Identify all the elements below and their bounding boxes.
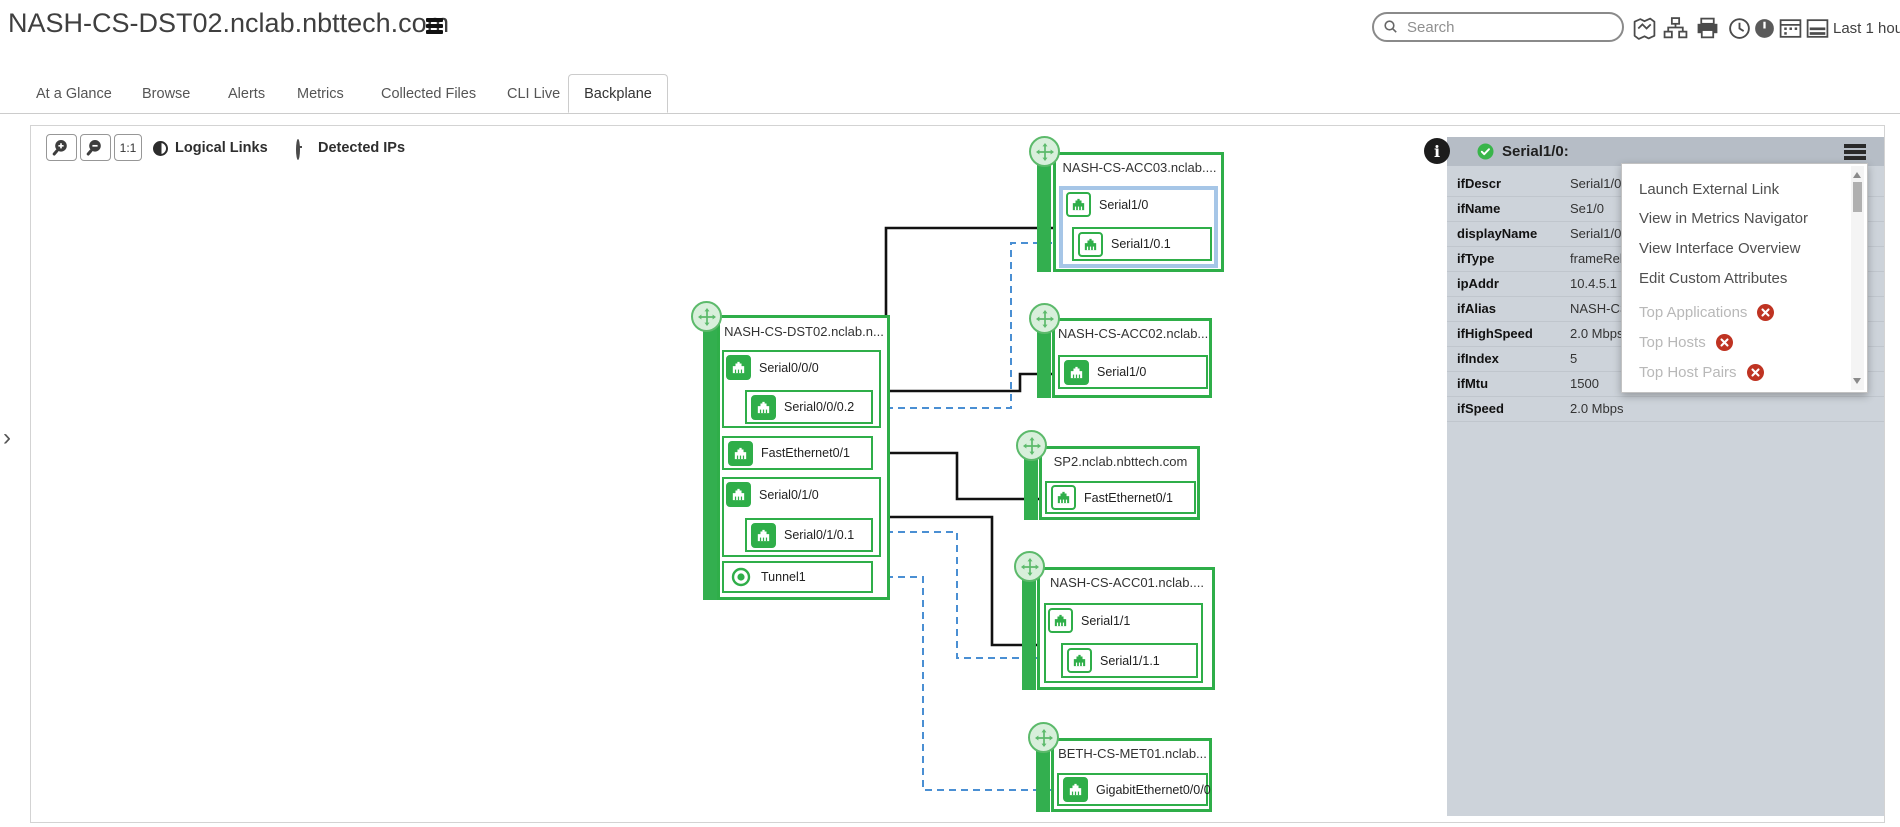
move-handle-icon[interactable] (1028, 722, 1059, 753)
port-icon (751, 394, 776, 420)
menu-item-launch-external-link[interactable]: Launch External Link (1639, 180, 1780, 198)
unavailable-icon (1757, 303, 1775, 321)
node-title: BETH-CS-MET01.nclab... (1058, 746, 1207, 761)
logical-links-toggle-icon[interactable] (153, 141, 168, 156)
move-handle-icon[interactable] (1014, 551, 1045, 582)
scroll-thumb[interactable] (1853, 182, 1862, 212)
move-handle-icon[interactable] (1016, 430, 1047, 461)
node-nash-cs-dst02[interactable]: NASH-CS-DST02.nclab.n... Serial0/0/0 Ser… (690, 300, 895, 605)
interface-serial1-1[interactable]: Serial1/1 (1048, 608, 1130, 633)
interface-serial1-1-1[interactable]: Serial1/1.1 (1061, 643, 1198, 678)
node-beth-cs-met01[interactable]: BETH-CS-MET01.nclab... GigabitEthernet0/… (1027, 721, 1213, 813)
port-icon (726, 355, 751, 380)
info-icon[interactable]: i (1424, 138, 1450, 164)
zoom-in-button[interactable] (46, 134, 77, 161)
node-nash-cs-acc01[interactable]: NASH-CS-ACC01.nclab.... Serial1/1 Serial… (1013, 550, 1215, 692)
magnifier-plus-icon (52, 140, 67, 156)
interface-serial1-0[interactable]: Serial1/0 (1058, 355, 1208, 389)
port-icon (1078, 231, 1103, 257)
port-icon (728, 440, 753, 466)
node-nash-cs-acc03[interactable]: NASH-CS-ACC03.nclab.... Serial1/0 Serial… (1028, 136, 1224, 272)
interface-serial0-0-0-2[interactable]: Serial0/0/0.2 (745, 390, 873, 424)
sitemap-icon[interactable] (1663, 16, 1688, 41)
port-icon (1064, 359, 1089, 385)
panel-header: Serial1/0: (1447, 137, 1884, 166)
node-sp2[interactable]: SP2.nclab.nbttech.com FastEthernet0/1 (1015, 429, 1200, 521)
scroll-down-icon[interactable] (1853, 378, 1861, 384)
scroll-up-icon[interactable] (1853, 172, 1861, 178)
node-title: NASH-CS-ACC02.nclab... (1058, 326, 1208, 341)
sidebar-expand-chevron[interactable]: › (3, 424, 11, 451)
interface-gigabitethernet0-0-0[interactable]: GigabitEthernet0/0/0 (1057, 773, 1211, 806)
tab-browse[interactable]: Browse (142, 86, 191, 102)
search-input[interactable] (1405, 17, 1604, 37)
unavailable-icon (1715, 333, 1733, 351)
page-title: NASH-CS-DST02.nclab.nbttech.com (8, 8, 450, 38)
tab-bar: At a Glance Browse Alerts Metrics Collec… (0, 74, 1900, 114)
printer-icon[interactable] (1695, 16, 1720, 41)
node-title: NASH-CS-ACC03.nclab.... (1062, 160, 1217, 175)
map-icon[interactable] (1632, 16, 1657, 41)
interface-tunnel1[interactable]: Tunnel1 (722, 561, 873, 593)
move-handle-icon[interactable] (691, 301, 722, 332)
magnifier-minus-icon (86, 140, 101, 156)
status-ok-icon (1477, 143, 1494, 160)
calendar-strip-icon[interactable] (1805, 16, 1830, 41)
interface-serial0-1-0-1[interactable]: Serial0/1/0.1 (745, 518, 873, 552)
move-handle-icon[interactable] (1029, 136, 1060, 167)
interface-context-menu: Launch External Link View in Metrics Nav… (1621, 163, 1868, 393)
menu-item-view-interface-overview[interactable]: View Interface Overview (1639, 239, 1801, 257)
detected-ips-label[interactable]: Detected IPs (318, 140, 406, 156)
panel-menu-icon[interactable] (1844, 144, 1866, 162)
port-icon (1048, 608, 1073, 633)
move-handle-icon[interactable] (1029, 303, 1060, 334)
actual-size-button[interactable]: 1:1 (114, 134, 142, 161)
port-icon (1051, 485, 1076, 510)
menu-scrollbar[interactable] (1851, 166, 1864, 390)
node-title: NASH-CS-ACC01.nclab.... (1050, 575, 1204, 590)
search-icon (1384, 20, 1397, 33)
port-icon (1067, 648, 1092, 673)
port-icon (726, 482, 751, 507)
tab-backplane[interactable]: Backplane (568, 74, 668, 113)
panel-title: Serial1/0: (1502, 143, 1569, 160)
detected-ips-toggle-icon[interactable] (296, 139, 302, 160)
interface-fastethernet0-1[interactable]: FastEthernet0/1 (722, 436, 873, 470)
port-icon (1063, 777, 1088, 802)
menu-item-top-applications: Top Applications (1639, 302, 1775, 322)
tab-alerts[interactable]: Alerts (228, 86, 266, 102)
interface-serial1-0[interactable]: Serial1/0 (1066, 192, 1148, 217)
page-menu-icon[interactable] (426, 18, 443, 36)
interface-serial1-0-1[interactable]: Serial1/0.1 (1072, 227, 1212, 261)
logical-links-label[interactable]: Logical Links (175, 140, 268, 156)
time-range-label[interactable]: Last 1 hour (1833, 20, 1900, 37)
tab-cli-live[interactable]: CLI Live (507, 86, 561, 102)
tab-collected-files[interactable]: Collected Files (381, 86, 477, 102)
menu-item-top-hosts: Top Hosts (1639, 332, 1733, 352)
node-nash-cs-acc02[interactable]: NASH-CS-ACC02.nclab... Serial1/0 (1028, 302, 1212, 398)
interface-serial0-1-0[interactable]: Serial0/1/0 (726, 482, 819, 507)
tab-metrics[interactable]: Metrics (297, 86, 344, 102)
node-title: NASH-CS-DST02.nclab.n... (724, 324, 884, 339)
unavailable-icon (1746, 363, 1764, 381)
calendar-grid-icon[interactable] (1778, 16, 1803, 41)
zoom-out-button[interactable] (80, 134, 111, 161)
port-icon (751, 522, 776, 548)
clock-icon[interactable] (1727, 16, 1752, 41)
interface-serial0-0-0[interactable]: Serial0/0/0 (726, 355, 819, 380)
tab-at-a-glance[interactable]: At a Glance (36, 86, 112, 102)
status-clock-icon[interactable] (1752, 16, 1777, 41)
tunnel-icon (728, 565, 753, 590)
node-title: SP2.nclab.nbttech.com (1053, 454, 1188, 469)
menu-item-view-in-metrics-navigator[interactable]: View in Metrics Navigator (1639, 209, 1808, 227)
search-box[interactable] (1372, 12, 1624, 42)
menu-item-top-host-pairs: Top Host Pairs (1639, 362, 1764, 382)
menu-item-edit-custom-attributes[interactable]: Edit Custom Attributes (1639, 269, 1788, 287)
interface-fastethernet0-1[interactable]: FastEthernet0/1 (1045, 481, 1196, 514)
port-icon (1066, 192, 1091, 217)
